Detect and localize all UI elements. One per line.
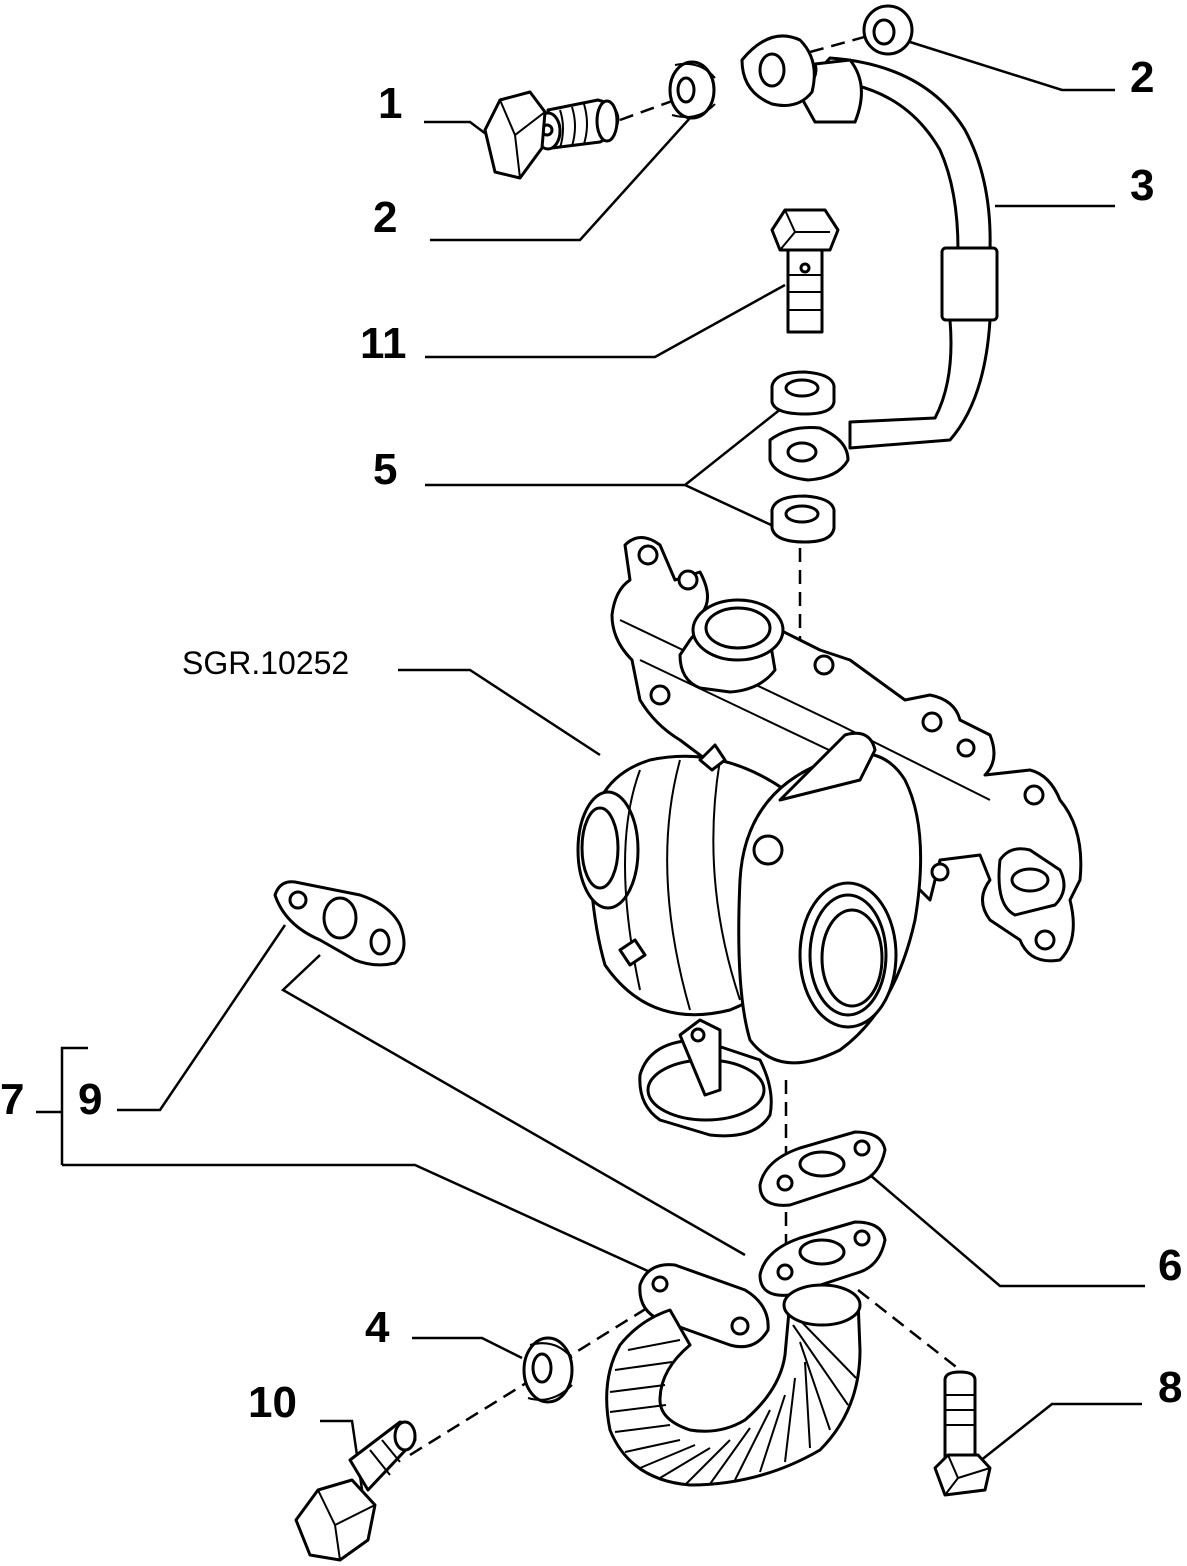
leader-5: [425, 407, 783, 487]
sealing-washer-5-lower: [770, 494, 836, 544]
gasket-6-upper: [758, 1130, 887, 1207]
leader-2-left: [430, 117, 691, 242]
leader-7-to-pipe: [62, 1163, 651, 1274]
bolt-8: [933, 1370, 992, 1497]
leader-9: [117, 924, 287, 1112]
callout-4: 4: [365, 1303, 390, 1352]
bracket-7: [60, 1046, 88, 1165]
callout-8: 8: [1158, 1363, 1182, 1412]
callout-6: 6: [1158, 1241, 1182, 1290]
bolt-11: [770, 208, 840, 334]
leader-11: [425, 283, 786, 359]
leader-5b: [684, 483, 783, 532]
sealing-washer-5-upper: [770, 370, 836, 416]
gasket-6-lower: [758, 1220, 887, 1297]
callout-5: 5: [373, 445, 397, 494]
gasket-9: [273, 880, 406, 967]
callout-7: 7: [0, 1075, 24, 1124]
callout-1: 1: [378, 79, 402, 128]
callout-11: 11: [360, 319, 407, 368]
leader-9-to-gasket: [280, 954, 746, 1257]
callout-2-top-right: 2: [1130, 53, 1154, 102]
leader-4: [412, 1336, 523, 1360]
leader-lines: [36, 40, 1145, 1511]
axis-bolt-8: [857, 1289, 961, 1371]
leader-1: [424, 120, 495, 141]
callout-3: 3: [1130, 161, 1154, 210]
callout-9: 9: [78, 1075, 102, 1124]
axis-banjo-washer: [809, 34, 869, 54]
axis-bolt-10: [409, 1298, 661, 1457]
callout-10: 10: [248, 1378, 297, 1427]
sealing-washer-top-left: [668, 60, 716, 120]
oil-feed-pipe: [740, 34, 999, 482]
sealing-washer-top-right: [862, 4, 914, 56]
callout-2-left: 2: [373, 193, 397, 242]
drawing-reference-code: SGR.10252: [182, 645, 349, 681]
sealing-washer-4: [522, 1336, 574, 1404]
oil-return-pipe: [605, 1263, 862, 1487]
banjo-bolt: [483, 90, 620, 180]
axis-bolt-1: [619, 98, 676, 122]
leader-2-top-right: [909, 40, 1115, 92]
bolt-10: [294, 1420, 417, 1562]
leader-ref-code: [398, 668, 601, 757]
leader-6: [869, 1174, 1145, 1288]
turbocharger-assembly: [576, 536, 1083, 1138]
leader-8: [974, 1402, 1142, 1466]
